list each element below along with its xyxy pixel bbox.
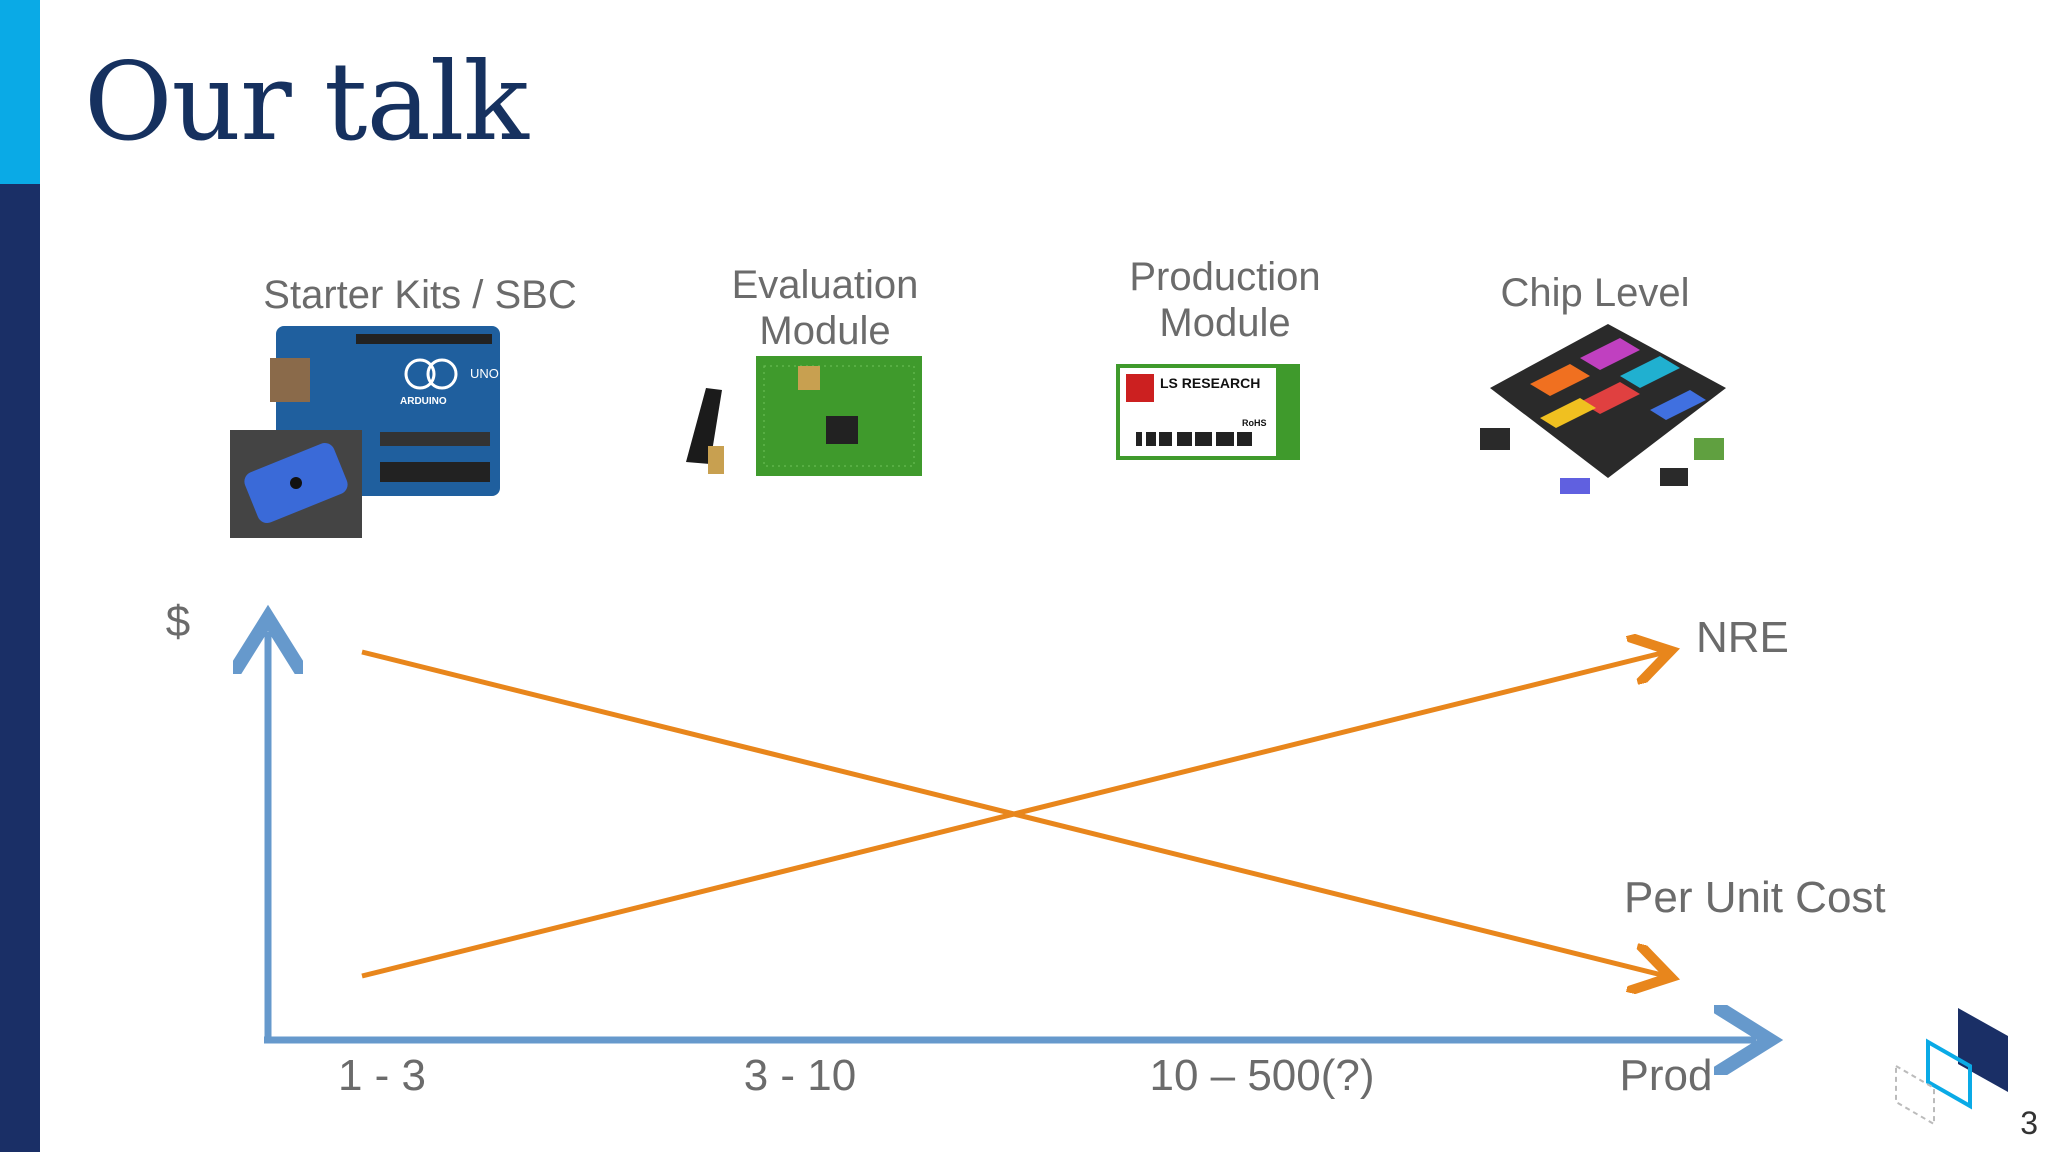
x-tick-label: 3 - 10 (744, 1051, 857, 1100)
slide-title: Our talk (84, 40, 529, 165)
chip-level-image (1480, 324, 1726, 494)
y-axis-label: $ (166, 597, 190, 646)
series-line-per-unit-cost (361, 649, 1666, 976)
svg-text:LS RESEARCH: LS RESEARCH (1160, 375, 1260, 391)
x-tick-label: 1 - 3 (338, 1051, 426, 1100)
label-chip-level: Chip Level (1500, 271, 1690, 315)
svg-text:ARDUINO: ARDUINO (400, 396, 447, 407)
label-evaluation-module: Evaluation Module (690, 262, 960, 354)
svg-text:UNO: UNO (470, 366, 499, 381)
x-tick-label: 10 – 500(?) (1149, 1051, 1374, 1100)
evaluation-module-image (686, 356, 922, 476)
label-production-line-2: Module (1159, 301, 1291, 345)
label-production-line-1: Production (1129, 255, 1321, 299)
series-label-per-unit-cost: Per Unit Cost (1624, 873, 1886, 922)
sidebar-accent-bottom (0, 184, 40, 1152)
series-label-nre: NRE (1696, 613, 1789, 662)
sidebar-accent-top (0, 0, 40, 184)
label-starter-kits: Starter Kits / SBC (263, 273, 577, 317)
production-module-image: LS RESEARCH RoHS (1116, 364, 1300, 460)
label-evaluation-line-1: Evaluation (731, 263, 919, 307)
page-number: 3 (2020, 1105, 2038, 1141)
company-logo-icon (1895, 1008, 2008, 1126)
label-evaluation-line-2: Module (759, 309, 891, 353)
x-tick-label: Prod (1620, 1051, 1713, 1100)
svg-text:RoHS: RoHS (1242, 418, 1267, 428)
starter-kit-image: UNO ARDUINO (230, 326, 500, 538)
label-production-module: Production Module (1090, 254, 1360, 346)
